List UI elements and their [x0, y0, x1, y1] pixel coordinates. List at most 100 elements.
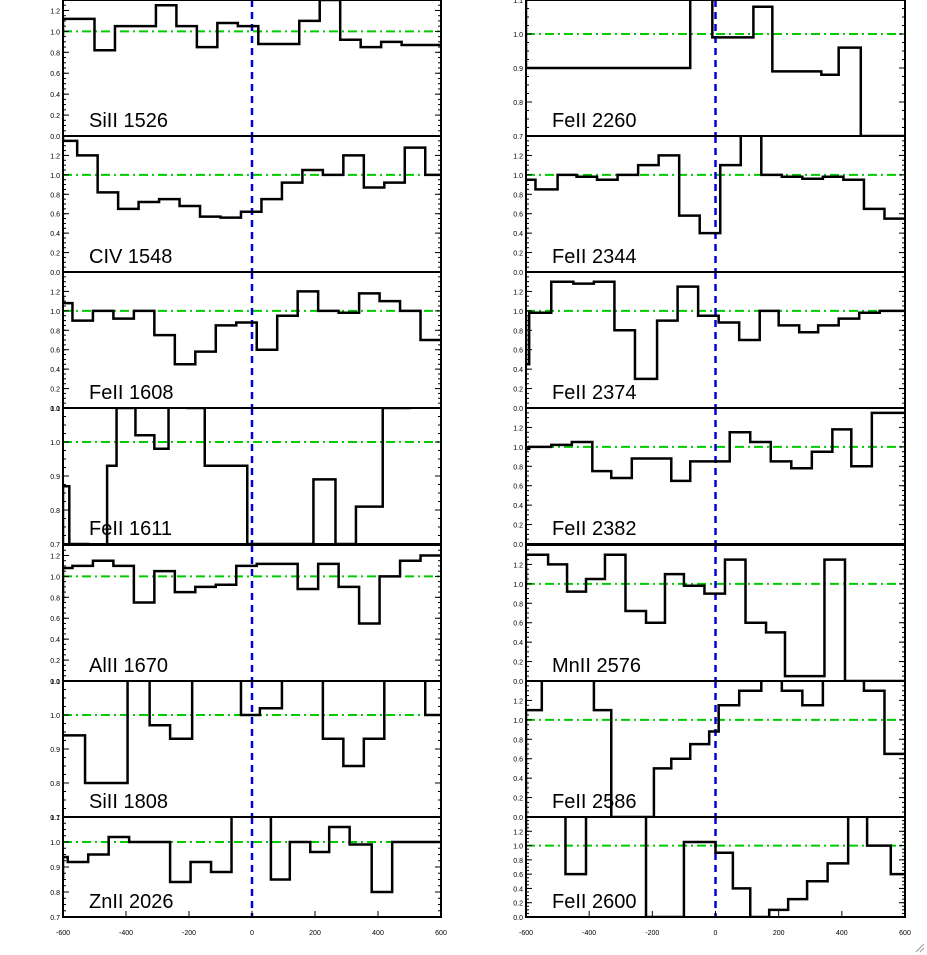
y-tick-label: 1.0	[50, 440, 60, 447]
flux-series	[63, 136, 441, 219]
y-tick-label: 0.8	[513, 737, 523, 744]
y-tick-label: 0.4	[513, 640, 523, 647]
y-tick-label: 0.0	[50, 134, 60, 141]
flux-series	[63, 408, 411, 544]
y-tick-label: 1.2	[513, 698, 523, 705]
y-tick-label: 0.0	[513, 406, 523, 413]
x-tick-label: 200	[773, 930, 785, 937]
x-tick-label: 400	[836, 930, 848, 937]
y-tick-label: 1.2	[513, 289, 523, 296]
y-tick-label: 1.2	[513, 562, 523, 569]
y-tick-label: 1.0	[50, 840, 60, 847]
y-tick-label: 0.0	[50, 679, 60, 686]
ion-label: FeII 2344	[552, 246, 637, 268]
x-tick-label: 200	[309, 930, 321, 937]
y-tick-label: 0.6	[513, 348, 523, 355]
y-tick-label: 1.0	[513, 32, 523, 39]
flux-series	[63, 817, 441, 894]
y-tick-label: 0.9	[50, 474, 60, 481]
ion-label: MnII 2576	[552, 655, 641, 677]
x-tick-label: 0	[250, 930, 254, 937]
resize-grip-icon[interactable]	[913, 941, 925, 953]
y-tick-label: 0.8	[50, 50, 60, 57]
y-tick-label: 0.2	[513, 523, 523, 530]
y-tick-label: 0.2	[513, 796, 523, 803]
x-tick-label: 600	[899, 930, 911, 937]
y-tick-label: 0.8	[50, 595, 60, 602]
ion-label: FeII 2586	[552, 791, 637, 813]
y-tick-label: 0.0	[513, 270, 523, 277]
y-tick-label: 0.2	[50, 113, 60, 120]
y-tick-label: 0.7	[50, 815, 60, 822]
flux-series	[526, 553, 905, 681]
y-tick-label: 0.4	[513, 231, 523, 238]
y-tick-label: 1.1	[50, 679, 60, 686]
y-tick-label: 0.2	[513, 901, 523, 908]
y-tick-label: 0.8	[513, 464, 523, 471]
y-tick-label: 1.2	[50, 153, 60, 160]
flux-series	[63, 681, 441, 785]
y-tick-label: 0.4	[513, 367, 523, 374]
y-tick-label: 1.2	[513, 425, 523, 432]
ion-label: FeII 2600	[552, 891, 637, 913]
x-tick-label: 0	[714, 930, 718, 937]
y-tick-label: 1.2	[513, 829, 523, 836]
flux-series	[526, 280, 905, 381]
y-tick-label: 0.7	[50, 542, 60, 549]
y-tick-label: 0.2	[513, 660, 523, 667]
y-tick-label: 0.8	[50, 781, 60, 788]
x-tick-label: -200	[645, 930, 659, 937]
flux-series	[526, 136, 905, 235]
ion-label: SiII 1808	[89, 791, 168, 813]
x-tick-label: -400	[119, 930, 133, 937]
y-tick-label: 1.2	[50, 553, 60, 560]
flux-series	[63, 0, 441, 52]
ion-label: FeII 1608	[89, 382, 174, 404]
y-tick-label: 0.8	[513, 601, 523, 608]
ion-label: FeII 2382	[552, 518, 637, 540]
y-tick-label: 0.6	[50, 71, 60, 78]
y-tick-label: 0.0	[50, 406, 60, 413]
y-tick-label: 0.4	[513, 776, 523, 783]
y-tick-label: 0.8	[513, 328, 523, 335]
y-tick-label: 1.0	[513, 582, 523, 589]
x-tick-label: 400	[372, 930, 384, 937]
y-tick-label: 0.9	[50, 865, 60, 872]
y-tick-label: 0.4	[50, 637, 60, 644]
y-tick-label: 0.8	[513, 858, 523, 865]
y-tick-label: 0.0	[50, 270, 60, 277]
ion-label: AlII 1670	[89, 655, 168, 677]
y-tick-label: 0.6	[513, 484, 523, 491]
y-tick-label: 0.4	[513, 503, 523, 510]
flux-series	[63, 554, 441, 625]
y-tick-label: 0.0	[513, 915, 523, 922]
y-tick-label: 0.2	[50, 251, 60, 258]
y-tick-label: 0.6	[513, 872, 523, 879]
y-tick-label: 1.0	[513, 718, 523, 725]
flux-series	[63, 290, 441, 366]
y-tick-label: 0.4	[50, 92, 60, 99]
y-tick-label: 1.0	[50, 173, 60, 180]
y-tick-label: 1.2	[50, 8, 60, 15]
ion-label: SiII 1526	[89, 110, 168, 132]
y-tick-label: 0.2	[513, 251, 523, 258]
y-tick-label: 0.6	[513, 212, 523, 219]
y-tick-label: 0.6	[50, 212, 60, 219]
y-tick-label: 0.2	[50, 387, 60, 394]
x-tick-label: -600	[56, 930, 70, 937]
y-tick-label: 1.0	[513, 309, 523, 316]
ion-label: FeII 2374	[552, 382, 637, 404]
y-tick-label: 0.8	[50, 890, 60, 897]
y-tick-label: 0.0	[513, 542, 523, 549]
